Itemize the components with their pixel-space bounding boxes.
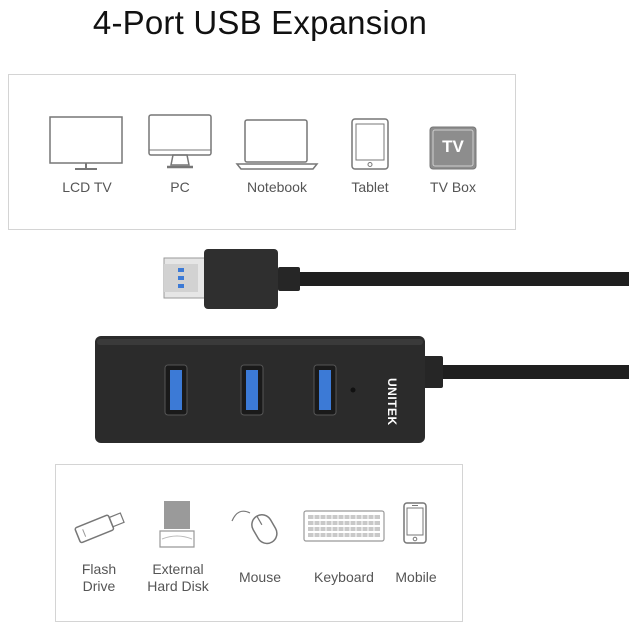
usb-port[interactable] (164, 364, 188, 416)
external-hard-disk-icon (159, 501, 195, 548)
host-device-label: TV Box (430, 179, 476, 195)
host-device-tablet: Tablet (339, 113, 401, 203)
host-device-label: PC (170, 179, 190, 195)
tablet-icon (351, 118, 389, 170)
host-device-label: Notebook (247, 179, 307, 195)
hub-brand-logo: UNITEK (385, 378, 399, 426)
peripheral-devices-panel: Flash Drive External Hard Disk Mouse (55, 464, 463, 622)
usb-cable-connector (163, 249, 629, 309)
pc-monitor-icon (148, 114, 212, 169)
host-device-notebook: Notebook (235, 113, 319, 203)
peripheral-label: External Hard Disk (147, 561, 209, 594)
host-device-tv-box: TV TV Box (421, 113, 485, 203)
host-devices-panel: LCD TV PC Notebook Tablet TV (8, 74, 516, 230)
peripheral-keyboard: Keyboard (302, 495, 386, 615)
peripheral-external-hard-disk: External Hard Disk (140, 495, 216, 615)
page-title: 4-Port USB Expansion (92, 4, 428, 41)
host-device-lcd-tv: LCD TV (47, 113, 127, 203)
keyboard-icon (303, 510, 385, 542)
tv-box-badge: TV (442, 137, 464, 156)
flash-drive-icon (74, 512, 125, 544)
peripheral-mobile: Mobile (386, 495, 446, 615)
peripheral-label: Flash Drive (81, 561, 117, 594)
usb-port[interactable] (313, 364, 337, 416)
usb-port[interactable] (240, 364, 264, 416)
mouse-icon (231, 510, 278, 545)
host-device-label: LCD TV (62, 179, 112, 195)
peripheral-mouse: Mouse (228, 495, 292, 615)
peripheral-label: Mobile (395, 569, 437, 585)
peripheral-label: Keyboard (314, 569, 374, 585)
peripheral-label: Mouse (238, 569, 282, 585)
host-device-pc: PC (147, 113, 213, 203)
host-device-label: Tablet (351, 179, 389, 195)
usb-hub (95, 336, 629, 443)
lcd-tv-icon (49, 116, 123, 170)
status-led (350, 387, 356, 393)
notebook-icon (235, 119, 319, 170)
peripheral-flash-drive: Flash Drive (66, 495, 132, 615)
mobile-phone-icon (403, 502, 427, 544)
tv-box-icon (429, 126, 477, 170)
